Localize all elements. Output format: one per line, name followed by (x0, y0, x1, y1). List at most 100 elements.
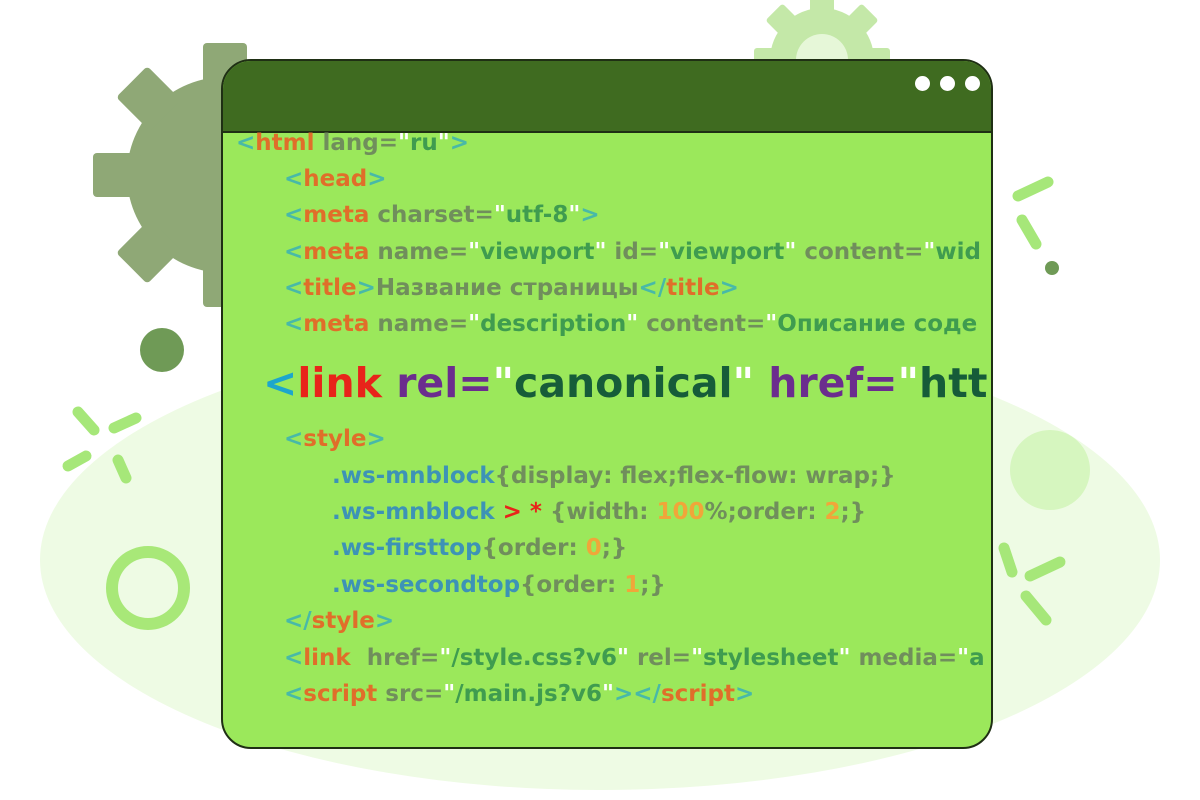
code-token: rel= (381, 359, 493, 407)
code-token: id= (606, 239, 659, 265)
code-token: < (284, 426, 304, 452)
code-token: > (734, 681, 755, 707)
window-dot-icon (965, 76, 980, 91)
sparkle-icon-right-top (1012, 176, 1054, 250)
code-token: " (957, 645, 970, 671)
code-line: .ws-mnblock{display: flex;flex-flow: wra… (332, 460, 896, 492)
code-editor-window: <html lang="ru"><head><meta charset="utf… (221, 59, 993, 749)
code-token: > (356, 275, 376, 301)
code-token: " (602, 681, 615, 707)
code-line-highlighted: <link rel="canonical" href="htt (263, 357, 987, 409)
code-token: Описание соде (777, 311, 978, 337)
code-token: < (284, 166, 304, 192)
code-token: " (616, 645, 629, 671)
code-token: > * (494, 499, 550, 525)
code-token: /main.js?v6 (455, 681, 603, 707)
code-token: src= (377, 681, 444, 707)
code-token: " (765, 311, 778, 337)
code-token: 0 (585, 535, 602, 561)
code-token: " (468, 239, 481, 265)
background-circle-right (1010, 430, 1090, 510)
code-token: " (784, 239, 797, 265)
code-token: htt (919, 359, 988, 407)
code-token: link (303, 645, 351, 671)
code-token: " (658, 239, 671, 265)
code-token: rel= (628, 645, 692, 671)
code-token: < (284, 645, 304, 671)
code-token: </ (638, 275, 667, 301)
code-token: meta (303, 239, 370, 265)
code-token: script (303, 681, 378, 707)
code-token: ;} (640, 572, 666, 598)
code-line: .ws-firsttop{order: 0;} (332, 532, 627, 564)
background-dot (140, 328, 184, 372)
code-token: > (449, 130, 469, 156)
code-token: %;order: (704, 499, 825, 525)
code-token: .ws-mnblock (332, 463, 495, 489)
code-token: " (468, 311, 481, 337)
code-token: link (297, 359, 382, 407)
background-ring (106, 546, 190, 630)
sparkle-icon-right-bottom (998, 542, 1066, 626)
code-token: " (398, 130, 411, 156)
code-token: < (284, 202, 304, 228)
code-token: href= (753, 359, 898, 407)
code-token: < (284, 239, 304, 265)
code-token: style (311, 608, 375, 634)
code-line: </style> (284, 605, 394, 637)
code-token: > (366, 426, 386, 452)
code-line: <meta charset="utf-8"> (284, 199, 600, 231)
window-dot-icon (915, 76, 930, 91)
code-token: < (263, 359, 298, 407)
code-token: media= (850, 645, 958, 671)
code-token: href= (350, 645, 440, 671)
code-line: <head> (284, 163, 387, 195)
code-token: viewport (670, 239, 785, 265)
code-token: name= (369, 239, 469, 265)
code-token: html (255, 130, 315, 156)
code-token: .ws-firsttop (332, 535, 482, 561)
code-token: " (443, 681, 456, 707)
code-token: " (897, 359, 920, 407)
code-token: {order: (481, 535, 586, 561)
code-line: <script src="/main.js?v6"></script> (284, 678, 754, 710)
code-token: " (439, 645, 452, 671)
code-token: .ws-secondtop (332, 572, 521, 598)
code-token: ;} (840, 499, 867, 525)
code-token: < (284, 311, 304, 337)
code-token: > (374, 608, 395, 634)
code-token: head (303, 166, 368, 192)
code-token: charset= (369, 202, 494, 228)
code-token: " (492, 359, 515, 407)
code-token: utf-8 (505, 202, 569, 228)
code-token: stylesheet (703, 645, 839, 671)
code-token: {order: (520, 572, 625, 598)
sparkle-icon-left (62, 406, 142, 484)
window-titlebar (223, 61, 991, 133)
code-token: ></ (614, 681, 661, 707)
code-token: title (666, 275, 720, 301)
code-token: 100 (656, 499, 705, 525)
code-token: < (236, 130, 256, 156)
code-token: .ws-mnblock (332, 499, 495, 525)
code-line: <meta name="description" content="Описан… (284, 308, 977, 340)
code-line: <meta name="viewport" id="viewport" cont… (284, 236, 981, 268)
code-token: > (367, 166, 387, 192)
code-token: canonical (514, 359, 733, 407)
code-line: <title>Название страницы</title> (284, 272, 739, 304)
code-token: " (923, 239, 936, 265)
code-line: .ws-secondtop{order: 1;} (332, 569, 666, 601)
code-token: content= (638, 311, 766, 337)
code-token: " (838, 645, 851, 671)
code-token: {display: flex;flex-flow: wrap;} (494, 463, 896, 489)
code-token: < (284, 275, 304, 301)
code-token: script (660, 681, 735, 707)
code-token: " (732, 359, 754, 407)
code-token: " (568, 202, 581, 228)
code-token: > (580, 202, 600, 228)
code-token: " (691, 645, 704, 671)
code-token: viewport (480, 239, 595, 265)
window-dot-icon (940, 76, 955, 91)
code-token: " (437, 130, 450, 156)
code-token: style (303, 426, 367, 452)
